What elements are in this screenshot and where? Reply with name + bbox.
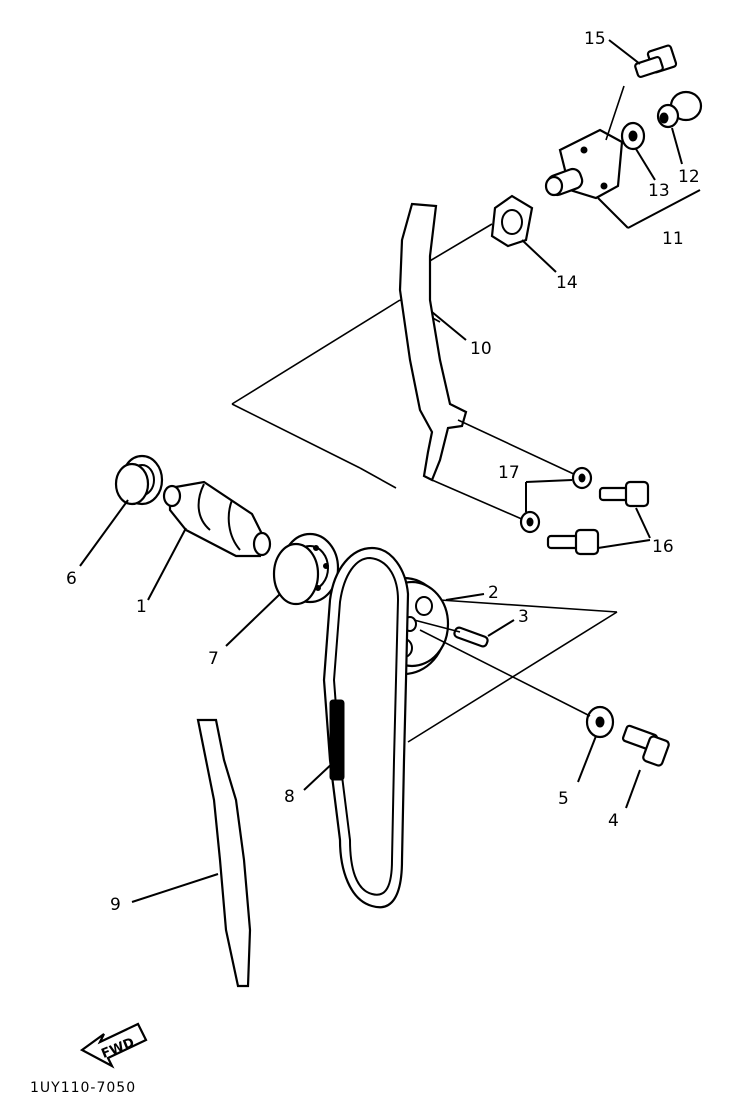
part-5-sprocket-washer [419,629,615,783]
callout-4: 4 [608,811,619,831]
part-7-large-bearing [225,532,340,647]
part-3-dowel-pin [413,619,515,648]
drawing-code: 1UY110-7050 [30,1080,136,1096]
callout-7: 7 [208,649,219,669]
callout-14: 14 [556,273,578,293]
callout-2: 2 [488,583,499,603]
part-11-tensioner-assembly [544,85,701,229]
part-10-chain-tensioner-guide [398,202,579,521]
part-12-tensioner-cap-bolt [656,90,703,165]
callout-3: 3 [518,607,529,627]
part-1-camshaft [147,480,272,601]
part-15-tensioner-bolt [608,39,678,78]
callout-1: 1 [136,597,147,617]
part-4-sprocket-bolt [621,724,670,809]
callout-labels: 1 2 3 4 5 6 7 8 9 10 11 12 13 14 15 16 1… [66,29,700,915]
callout-12: 12 [678,167,700,187]
part-9-chain-guide [131,718,252,988]
callout-13: 13 [648,181,670,201]
part-6-small-bearing [79,454,164,567]
callout-16: 16 [652,537,674,557]
part-14-tensioner-gasket [427,194,557,273]
part-17-guide-washers [519,466,593,534]
part-16-guide-bolts [546,480,651,556]
callout-11: 11 [662,229,684,249]
callout-6: 6 [66,569,77,589]
part-13-tensioner-washer [620,121,656,181]
fwd-arrow-icon: FWD [79,1022,148,1069]
callout-9: 9 [110,895,121,915]
callout-15: 15 [584,29,606,49]
part-8-cam-chain [303,546,410,909]
callout-10: 10 [470,339,492,359]
callout-17: 17 [498,463,520,483]
callout-5: 5 [558,789,569,809]
callout-8: 8 [284,787,295,807]
